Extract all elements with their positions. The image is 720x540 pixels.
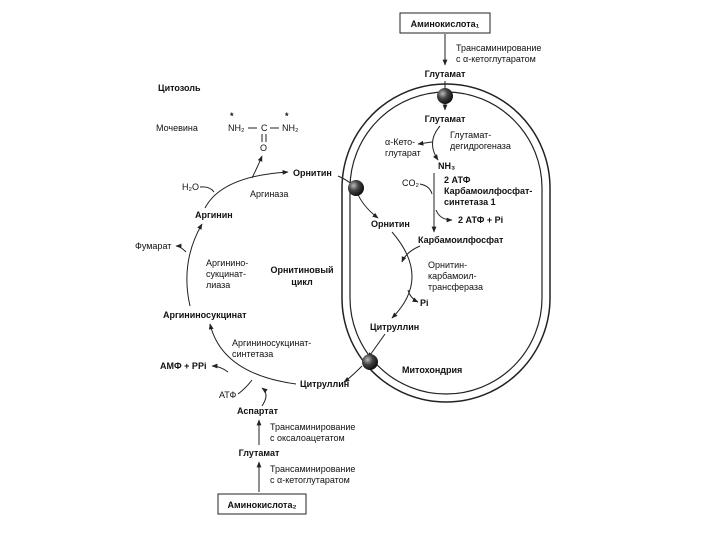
arrow-citrulline-out: [367, 333, 386, 359]
urea-nh2-right: NH₂: [282, 123, 299, 133]
nh3-label: NH₃: [438, 161, 455, 171]
otc-line2: карбамоил-: [428, 271, 477, 281]
transamination-1-line2: с α-кетоглутаратом: [456, 54, 536, 64]
asl-line3: лиаза: [206, 280, 230, 290]
ornithine-mito-label: Орнитин: [371, 219, 410, 229]
atp-label: АТФ: [219, 390, 236, 400]
arrow-amp-ppi-out: [211, 363, 229, 373]
glutamate-bottom-label: Глутамат: [239, 448, 280, 458]
fumarate-label: Фумарат: [135, 241, 171, 251]
citrulline-cyt-label: Цитруллин: [300, 379, 349, 389]
arginase-label: Аргиназа: [250, 189, 288, 199]
carbamoyl-phosphate-label: Карбамоилфосфат: [418, 235, 504, 245]
h2o-label: H₂O: [182, 182, 199, 192]
cps1-line2: синтетаза 1: [444, 197, 496, 207]
amino-acid-2-label: Аминокислота₂: [228, 500, 297, 510]
arrow-h2o-in: [199, 186, 215, 193]
amp-ppi-label: АМФ + PPi: [160, 361, 206, 371]
mitochondrion-outer-membrane: [341, 83, 551, 403]
transamination-1-line1: Трансаминирование: [456, 43, 541, 53]
transamination-2-line2: с оксалоацетатом: [270, 433, 345, 443]
arrow-atp-in: [237, 379, 253, 395]
urea-star-right: *: [285, 111, 289, 121]
cps1-line1: Карбамоилфосфат-: [444, 186, 532, 196]
transamination-3-line1: Трансаминирование: [270, 464, 355, 474]
otc-line1: Орнитин-: [428, 260, 467, 270]
akg-line2: глутарат: [385, 148, 421, 158]
gdh-line2: дегидрогеназа: [450, 141, 511, 151]
transporter-glutamate: [437, 88, 453, 104]
cycle-line1: Орнитиновый: [270, 265, 333, 275]
arrow-argsucc-to-arginine: [186, 223, 203, 307]
urea-label: Мочевина: [156, 123, 198, 133]
cytosol-label: Цитозоль: [158, 83, 201, 93]
cycle-line2: цикл: [291, 277, 313, 287]
arrow-ornithine-to-citrulline: [391, 231, 413, 319]
transamination-3-line2: с α-кетоглутаратом: [270, 475, 350, 485]
citrulline-mito-label: Цитруллин: [370, 322, 419, 332]
transamination-2-line1: Трансаминирование: [270, 422, 355, 432]
asl-line2: сукцинат-: [206, 269, 246, 279]
glutamate-top-label: Глутамат: [425, 69, 466, 79]
mitochondria-label: Митохондрия: [402, 365, 462, 375]
argininosuccinate-label: Аргининосукцинат: [163, 310, 247, 320]
arrow-to-akg: [417, 140, 433, 146]
arrow-co2-join: [419, 183, 433, 195]
co2-label: CO₂: [402, 178, 420, 188]
glutamate-mito-label: Глутамат: [425, 114, 466, 124]
arrow-glutamate-to-nh3: [432, 125, 441, 161]
urea-star-left: *: [230, 111, 234, 121]
ass-line1: Аргининосукцинат-: [232, 338, 311, 348]
atp-pi-label: 2 АТФ + Pi: [458, 215, 503, 225]
arrow-arginine-to-ornithine: [204, 169, 289, 209]
arrow-citrulline-transport: [343, 365, 363, 383]
arrow-atp-pi-out: [435, 209, 453, 223]
transporter-citrulline: [362, 354, 378, 370]
atp2-label: 2 АТФ: [444, 175, 471, 185]
gdh-line1: Глутамат-: [450, 130, 491, 140]
aspartate-label: Аспартат: [237, 406, 279, 416]
amino-acid-1-label: Аминокислота₁: [411, 19, 480, 29]
urea-nh2-left: NH₂: [228, 123, 245, 133]
amino-acid-1-box: [399, 12, 491, 34]
urea-c: C: [261, 123, 268, 133]
akg-line1: α-Кето-: [385, 137, 415, 147]
arrow-carbamoyl-p-to-otc: [401, 245, 421, 263]
arrow-aspartate-in: [261, 387, 268, 407]
pi-label: Pi: [420, 298, 429, 308]
otc-line3: трансфераза: [428, 282, 483, 292]
arrow-fumarate-out: [175, 243, 187, 253]
arrow-pi-out: [407, 289, 419, 303]
asl-line1: Аргинино-: [206, 258, 248, 268]
arginine-label: Аргинин: [195, 210, 233, 220]
transporter-ornithine: [348, 180, 364, 196]
amino-acid-2-box: [217, 493, 307, 515]
urea-o: O: [260, 143, 267, 153]
ornithine-cyt-label: Орнитин: [293, 168, 332, 178]
ass-line2: синтетаза: [232, 349, 273, 359]
arrow-urea-out: [251, 155, 263, 179]
arrow-citrulline-to-argsucc: [208, 323, 297, 385]
